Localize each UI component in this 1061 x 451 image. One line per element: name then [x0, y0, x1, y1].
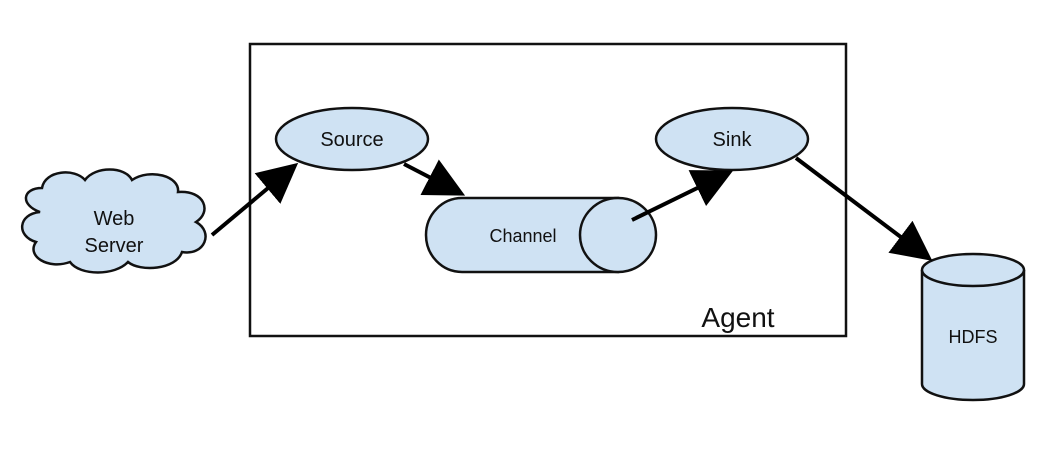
channel-node: Channel — [424, 196, 658, 274]
arrow-channel-to-sink — [631, 170, 734, 222]
channel-cylinder-cap — [578, 196, 658, 274]
source-node: Source — [274, 106, 430, 172]
hdfs-node: HDFS — [920, 252, 1026, 402]
web-server-label-line1: Web — [94, 208, 135, 230]
hdfs-cylinder-top — [920, 252, 1026, 288]
agent-box — [248, 42, 848, 338]
arrow-source-to-channel — [403, 159, 466, 196]
arrow-sink-to-hdfs — [794, 156, 933, 261]
sink-ellipse — [654, 106, 810, 172]
channel-label: Channel — [489, 226, 556, 246]
hdfs-label: HDFS — [949, 327, 998, 347]
source-label: Source — [320, 129, 383, 151]
hdfs-cylinder-body — [920, 270, 1026, 402]
cloud-icon — [20, 168, 207, 274]
agent-label: Agent — [701, 302, 774, 333]
arrow-webserver-to-source — [210, 162, 299, 237]
sink-node: Sink — [654, 106, 810, 172]
web-server-label-line2: Server — [85, 235, 144, 257]
sink-label: Sink — [713, 129, 753, 151]
web-server-node: Web Server — [20, 168, 207, 274]
channel-cylinder-body — [424, 196, 620, 274]
source-ellipse — [274, 106, 430, 172]
agent-container: Agent — [248, 42, 848, 338]
